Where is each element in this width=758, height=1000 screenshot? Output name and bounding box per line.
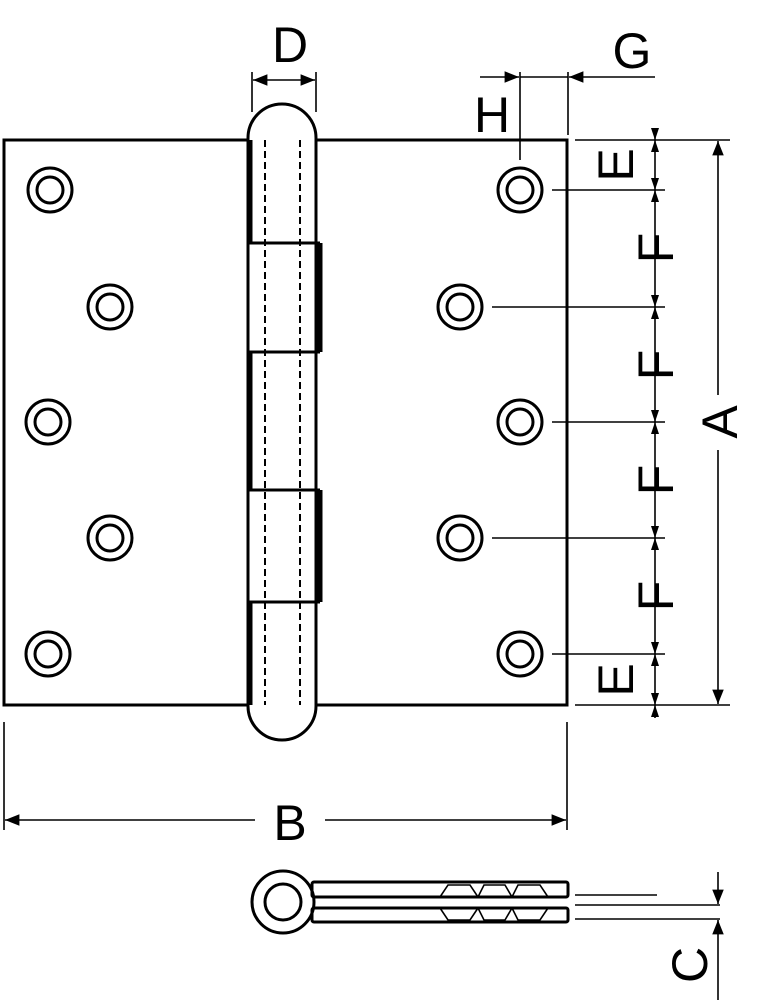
hinge-knuckle (246, 102, 323, 742)
screw-hole (24, 630, 72, 678)
label-e-bottom: E (588, 663, 644, 696)
dimension-arrowhead (651, 642, 659, 654)
dimension-e-f: E F F F F E (492, 128, 730, 718)
screw-hole (496, 630, 544, 678)
hinge-side-view (250, 869, 570, 935)
screw-hole (436, 283, 484, 331)
label-g: G (613, 23, 652, 79)
dimension-arrowhead (651, 693, 659, 705)
label-f-4: F (628, 581, 684, 612)
dimension-arrowhead (651, 654, 659, 666)
dimension-arrowhead (651, 140, 659, 152)
dimension-arrowhead (651, 422, 659, 434)
dimension-arrowhead (651, 178, 659, 190)
screw-hole (436, 514, 484, 562)
label-e-top: E (588, 148, 644, 181)
dimension-arrowhead (651, 538, 659, 550)
label-d: D (272, 17, 308, 73)
dimension-arrowhead (651, 410, 659, 422)
screw-hole (26, 166, 74, 214)
dimension-c: C (575, 872, 724, 1000)
dimension-arrowhead (651, 307, 659, 319)
label-h: H (474, 87, 510, 143)
dimension-b: B (3, 722, 568, 851)
label-f-3: F (628, 465, 684, 496)
screw-hole (496, 398, 544, 446)
dimension-a: A (692, 141, 748, 704)
dimension-arrowhead (651, 190, 659, 202)
screw-hole (86, 283, 134, 331)
dimension-d: D (251, 17, 317, 112)
screw-hole (24, 398, 72, 446)
dimension-arrowhead (651, 128, 659, 140)
label-b: B (273, 795, 306, 851)
screw-hole (496, 166, 544, 214)
dimension-arrowhead (651, 705, 659, 717)
screw-hole (86, 514, 134, 562)
label-c: C (662, 947, 718, 983)
screw-holes (24, 166, 544, 678)
label-f-2: F (628, 350, 684, 381)
dimension-arrowhead (651, 295, 659, 307)
dimension-h-g: H G (474, 23, 655, 160)
label-a: A (692, 405, 748, 439)
dimension-arrowhead (651, 526, 659, 538)
label-f-1: F (628, 233, 684, 264)
